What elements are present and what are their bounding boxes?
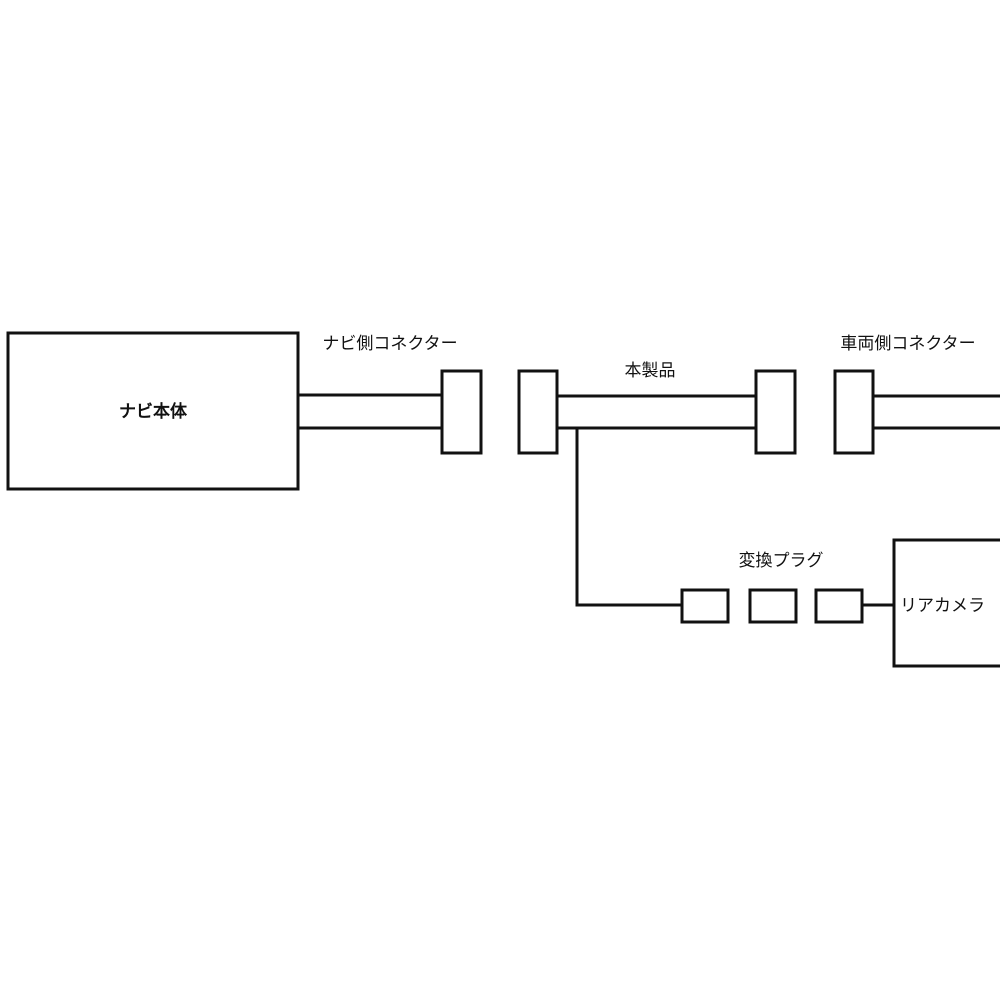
vehicle-connector-label: 車両側コネクター: [840, 334, 975, 354]
nav-side-connector: [440, 369, 483, 455]
conversion-plug-label: 変換プラグ: [739, 551, 824, 571]
conversion-plug-right: [814, 588, 864, 624]
rear-camera-box: [892, 538, 1000, 668]
conversion-plug-middle: [748, 588, 798, 624]
rear-camera-label: リアカメラ: [900, 596, 985, 616]
product-label: 本製品: [625, 361, 676, 381]
conversion-plug-left: [680, 588, 730, 624]
camera-branch-wire: [575, 428, 682, 607]
nav-unit-box: [6, 331, 300, 491]
nav-connector-label: ナビ側コネクター: [322, 334, 457, 354]
nav-unit-label: ナビ本体: [119, 401, 188, 422]
product-right-connector: [754, 369, 797, 455]
product-left-connector: [517, 369, 559, 455]
vehicle-side-connector: [833, 369, 875, 455]
